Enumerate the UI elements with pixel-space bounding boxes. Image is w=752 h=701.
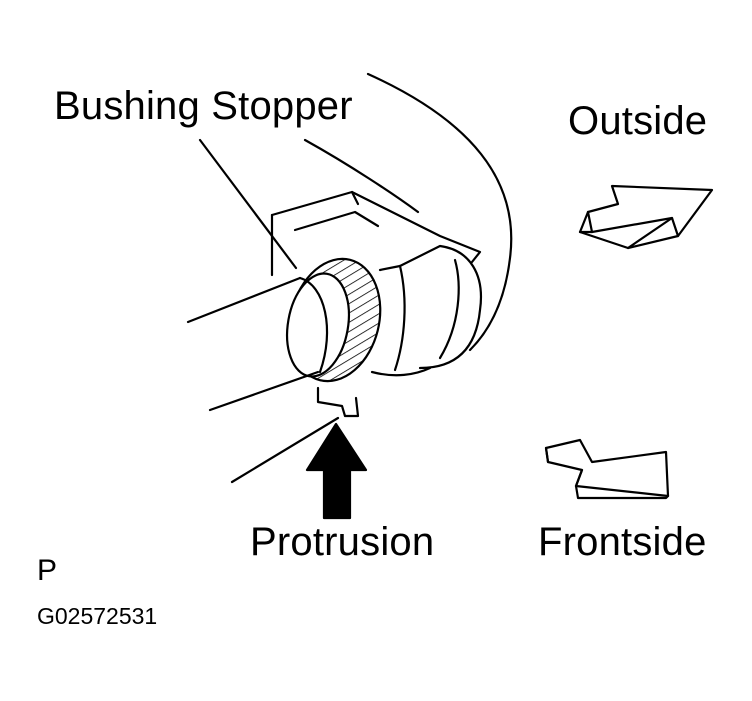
figure-code: G02572531 <box>37 603 158 629</box>
outside-label: Outside <box>568 99 708 143</box>
stabilizer-bar <box>186 276 329 412</box>
bracket-outline <box>366 72 513 352</box>
bushing-stopper-label: Bushing Stopper <box>54 84 353 128</box>
bushing-block <box>270 190 483 377</box>
protrusion-tab <box>316 386 360 418</box>
protrusion-label: Protrusion <box>250 520 435 564</box>
bushing-stopper-ring <box>286 257 382 383</box>
p-mark: P <box>37 554 58 587</box>
bracket-inner-line <box>303 138 420 214</box>
leader-protrusion <box>230 416 340 484</box>
frontside-arrow <box>544 438 670 500</box>
frontside-label: Frontside <box>538 520 707 564</box>
protrusion-arrow <box>305 422 368 520</box>
leader-bushing-stopper <box>198 138 298 270</box>
outside-arrow <box>578 184 714 250</box>
